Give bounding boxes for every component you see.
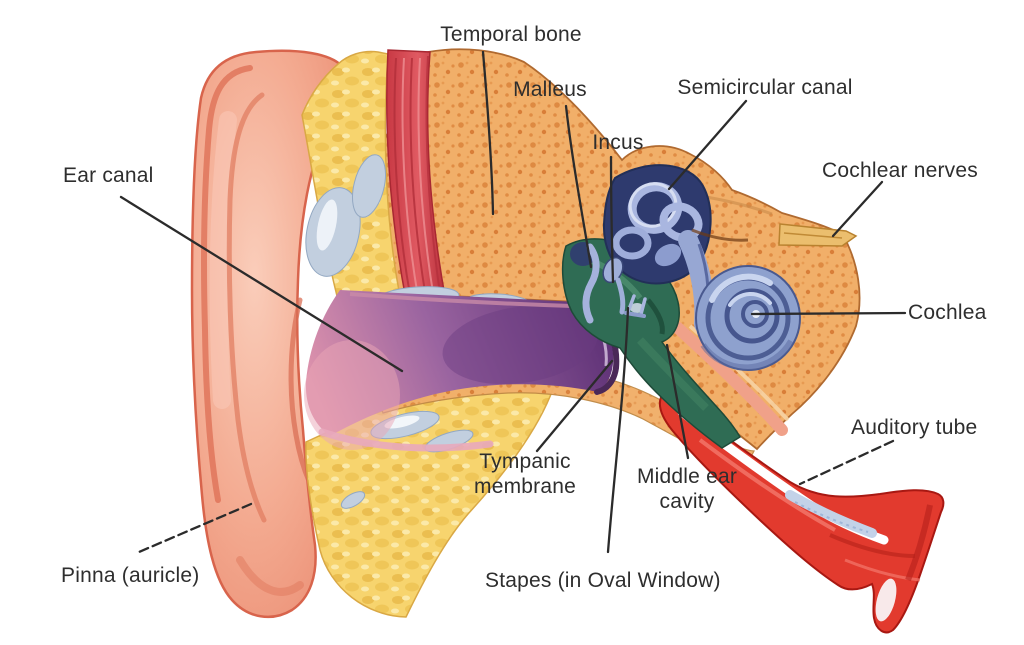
leader-semicircular-canal	[667, 99, 748, 191]
leader-cochlear-nerves	[831, 180, 884, 238]
label-temporal-bone: Temporal bone	[440, 23, 582, 46]
label-malleus: Malleus	[513, 78, 587, 101]
malleus-handle	[582, 243, 600, 324]
ear-canal-shape	[304, 290, 614, 452]
leader-lines	[119, 50, 907, 554]
leader-auditory-tube	[798, 439, 895, 486]
leader-stapes	[606, 306, 630, 554]
leader-cochlea	[750, 311, 907, 316]
label-middle-ear-cavity: Middle ear cavity	[636, 465, 738, 513]
leader-malleus	[564, 104, 593, 269]
label-cochlear-nerves: Cochlear nerves	[822, 159, 978, 182]
cochlea-shape	[695, 265, 801, 371]
stapes-footplate	[624, 311, 646, 318]
label-stapes: Stapes (in Oval Window)	[485, 569, 721, 592]
helix-ridge	[201, 65, 253, 503]
label-cochlea: Cochlea	[908, 301, 987, 324]
leader-middle-ear-cavity	[665, 343, 690, 460]
label-semicircular-canal: Semicircular canal	[677, 76, 853, 99]
leader-tympanic-membrane	[535, 359, 614, 453]
label-auditory-tube: Auditory tube	[851, 416, 978, 439]
leader-temporal-bone	[481, 50, 495, 216]
antihelix-ridge	[226, 92, 267, 523]
label-incus: Incus	[592, 131, 644, 154]
label-tympanic-membrane: Tympanic membrane	[474, 450, 576, 498]
leader-incus	[609, 155, 615, 284]
cochlear-nerves-shape	[691, 223, 858, 247]
label-pinna: Pinna (auricle)	[61, 564, 200, 587]
muscle-shape	[386, 49, 447, 303]
pinna-shape	[190, 49, 358, 618]
leader-pinna	[137, 502, 253, 554]
label-ear-canal: Ear canal	[63, 164, 154, 187]
leader-ear-canal	[119, 195, 404, 373]
